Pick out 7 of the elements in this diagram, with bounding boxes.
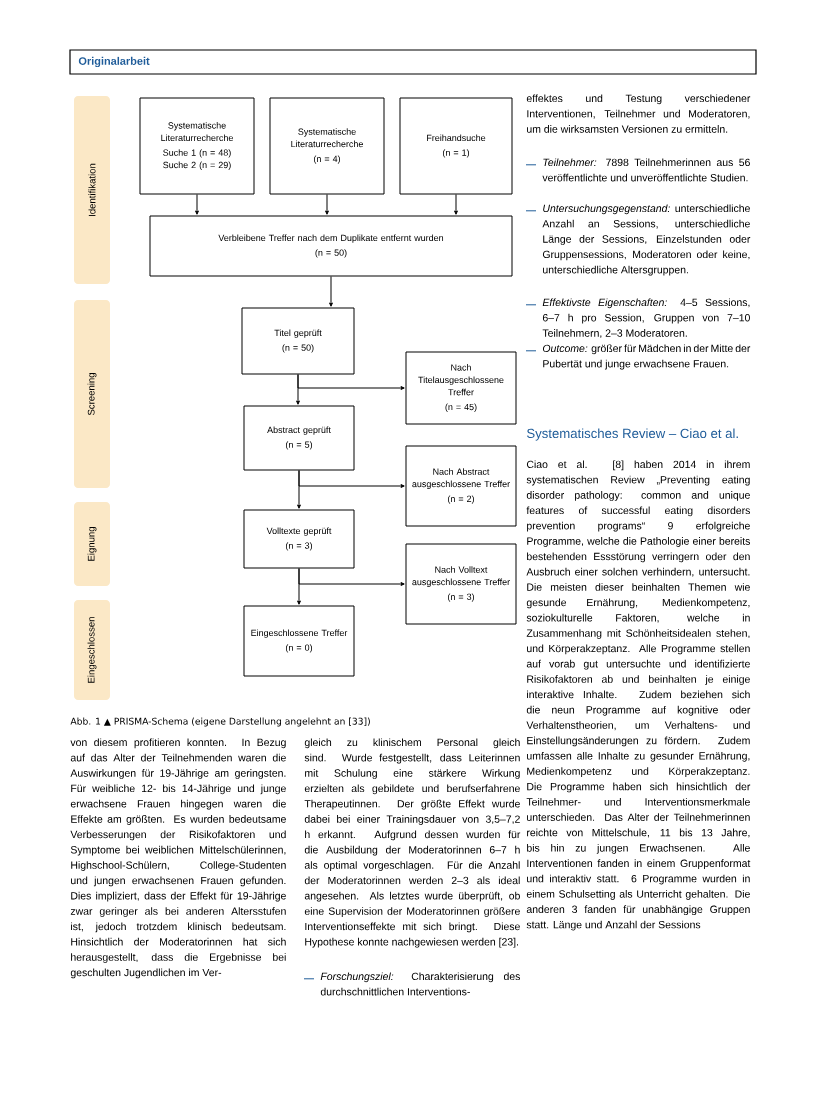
arrow bbox=[296, 374, 300, 405]
arrow bbox=[454, 194, 458, 215]
arrow bbox=[195, 194, 199, 215]
arrow bbox=[325, 194, 329, 215]
arrow bbox=[329, 276, 333, 307]
arrow bbox=[297, 470, 301, 509]
arrow bbox=[297, 568, 301, 605]
